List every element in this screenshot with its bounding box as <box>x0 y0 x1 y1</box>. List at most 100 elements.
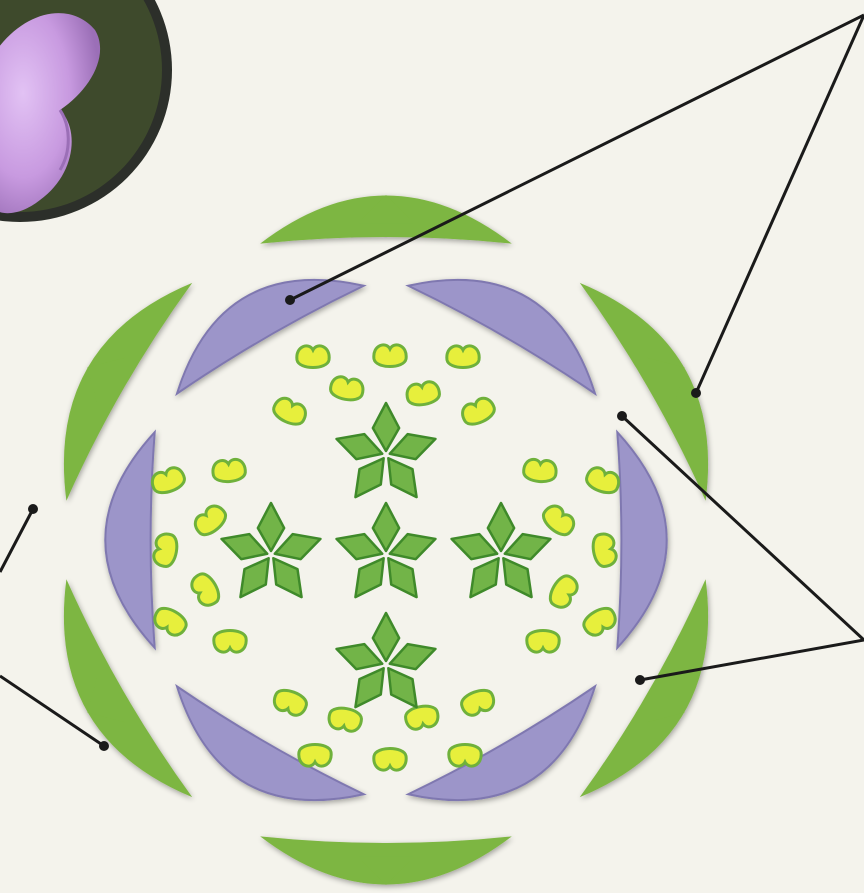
stamen <box>374 749 406 771</box>
stamen-anther <box>591 532 618 568</box>
leader-dot <box>99 741 109 751</box>
stamen-anther <box>447 346 479 368</box>
leader-line <box>0 509 33 572</box>
stamen <box>329 375 365 402</box>
stamen <box>191 502 230 539</box>
carpel-cluster <box>452 503 551 597</box>
carpel-cluster <box>337 503 436 597</box>
carpel-lobe <box>337 534 383 559</box>
carpel-lobe <box>388 668 416 707</box>
stamen <box>447 346 479 368</box>
stamen-anther <box>214 631 246 653</box>
carpel-lobe <box>355 558 383 597</box>
stamen <box>374 345 406 367</box>
carpel-lobe <box>388 458 416 497</box>
stamen <box>404 704 440 731</box>
stamen-anther <box>580 604 619 639</box>
stamen <box>214 631 246 653</box>
stamen-anther <box>584 465 622 496</box>
carpel-lobe <box>373 403 399 451</box>
carpel-cluster <box>222 503 321 597</box>
carpel-lobe <box>390 534 436 559</box>
stamen-anther <box>374 345 406 367</box>
stamen-anther <box>527 631 559 653</box>
carpel-lobe <box>275 534 321 559</box>
stamen-anther <box>329 375 365 402</box>
stamen <box>271 687 309 718</box>
stamen-anther <box>546 572 581 611</box>
carpel-lobe <box>505 534 551 559</box>
stamen <box>151 604 190 639</box>
carpel-lobe <box>373 613 399 661</box>
petal <box>105 432 154 648</box>
stamen <box>327 706 363 733</box>
stamen <box>459 687 497 718</box>
stamen-anther <box>449 745 481 767</box>
stamen-anther <box>149 465 187 496</box>
carpel-lobe <box>503 558 531 597</box>
carpel-lobe <box>240 558 268 597</box>
stamen-anther <box>270 395 308 428</box>
stamen-anther <box>297 346 329 368</box>
carpel-lobe <box>337 434 383 459</box>
leader-dot <box>285 295 295 305</box>
stamen <box>152 532 179 568</box>
stamen-anther <box>271 687 309 718</box>
stamen-anther <box>151 604 190 639</box>
stamen <box>459 395 497 428</box>
petal <box>408 686 595 800</box>
stamen <box>299 745 331 767</box>
carpel-lobe <box>337 644 383 669</box>
carpel-lobe <box>488 503 514 551</box>
stamen <box>546 572 581 611</box>
carpel-lobe <box>355 458 383 497</box>
carpel-lobe <box>390 434 436 459</box>
leader-dot <box>691 388 701 398</box>
stamen-anther <box>405 380 441 407</box>
carpel-lobe <box>273 558 301 597</box>
stamen-anther <box>299 745 331 767</box>
stamen <box>297 346 329 368</box>
stamen-anther <box>327 706 363 733</box>
leader-dot <box>617 411 627 421</box>
carpel-lobe <box>452 534 498 559</box>
stamen-anther <box>212 459 246 483</box>
petal <box>408 280 595 394</box>
stamen <box>591 532 618 568</box>
stamen <box>270 395 308 428</box>
stamen-anther <box>188 570 223 609</box>
carpel-lobe <box>373 503 399 551</box>
stamen <box>449 745 481 767</box>
leader-dot <box>635 675 645 685</box>
carpel-cluster <box>337 403 436 497</box>
stamen <box>149 465 187 496</box>
stamen-anther <box>459 687 497 718</box>
stamen <box>527 631 559 653</box>
flower-photo <box>0 0 172 222</box>
stamen <box>188 570 223 609</box>
stamen-anther <box>459 395 497 428</box>
stamen-anther <box>539 502 578 539</box>
petal <box>177 686 364 800</box>
petal <box>617 432 666 648</box>
stamen <box>212 459 246 483</box>
carpel-lobe <box>258 503 284 551</box>
carpel-lobe <box>390 644 436 669</box>
stamen <box>580 604 619 639</box>
carpel-lobe <box>222 534 268 559</box>
stamen-anther <box>523 459 557 483</box>
carpel-lobe <box>388 558 416 597</box>
stamen <box>539 502 578 539</box>
stamen-anther <box>404 704 440 731</box>
carpel-lobe <box>355 668 383 707</box>
stamen <box>405 380 441 407</box>
stamen <box>584 465 622 496</box>
leader-dot <box>28 504 38 514</box>
leader-line <box>696 15 864 393</box>
carpel-cluster <box>337 613 436 707</box>
stamen-anther <box>191 502 230 539</box>
stamen <box>523 459 557 483</box>
carpel-lobe <box>470 558 498 597</box>
